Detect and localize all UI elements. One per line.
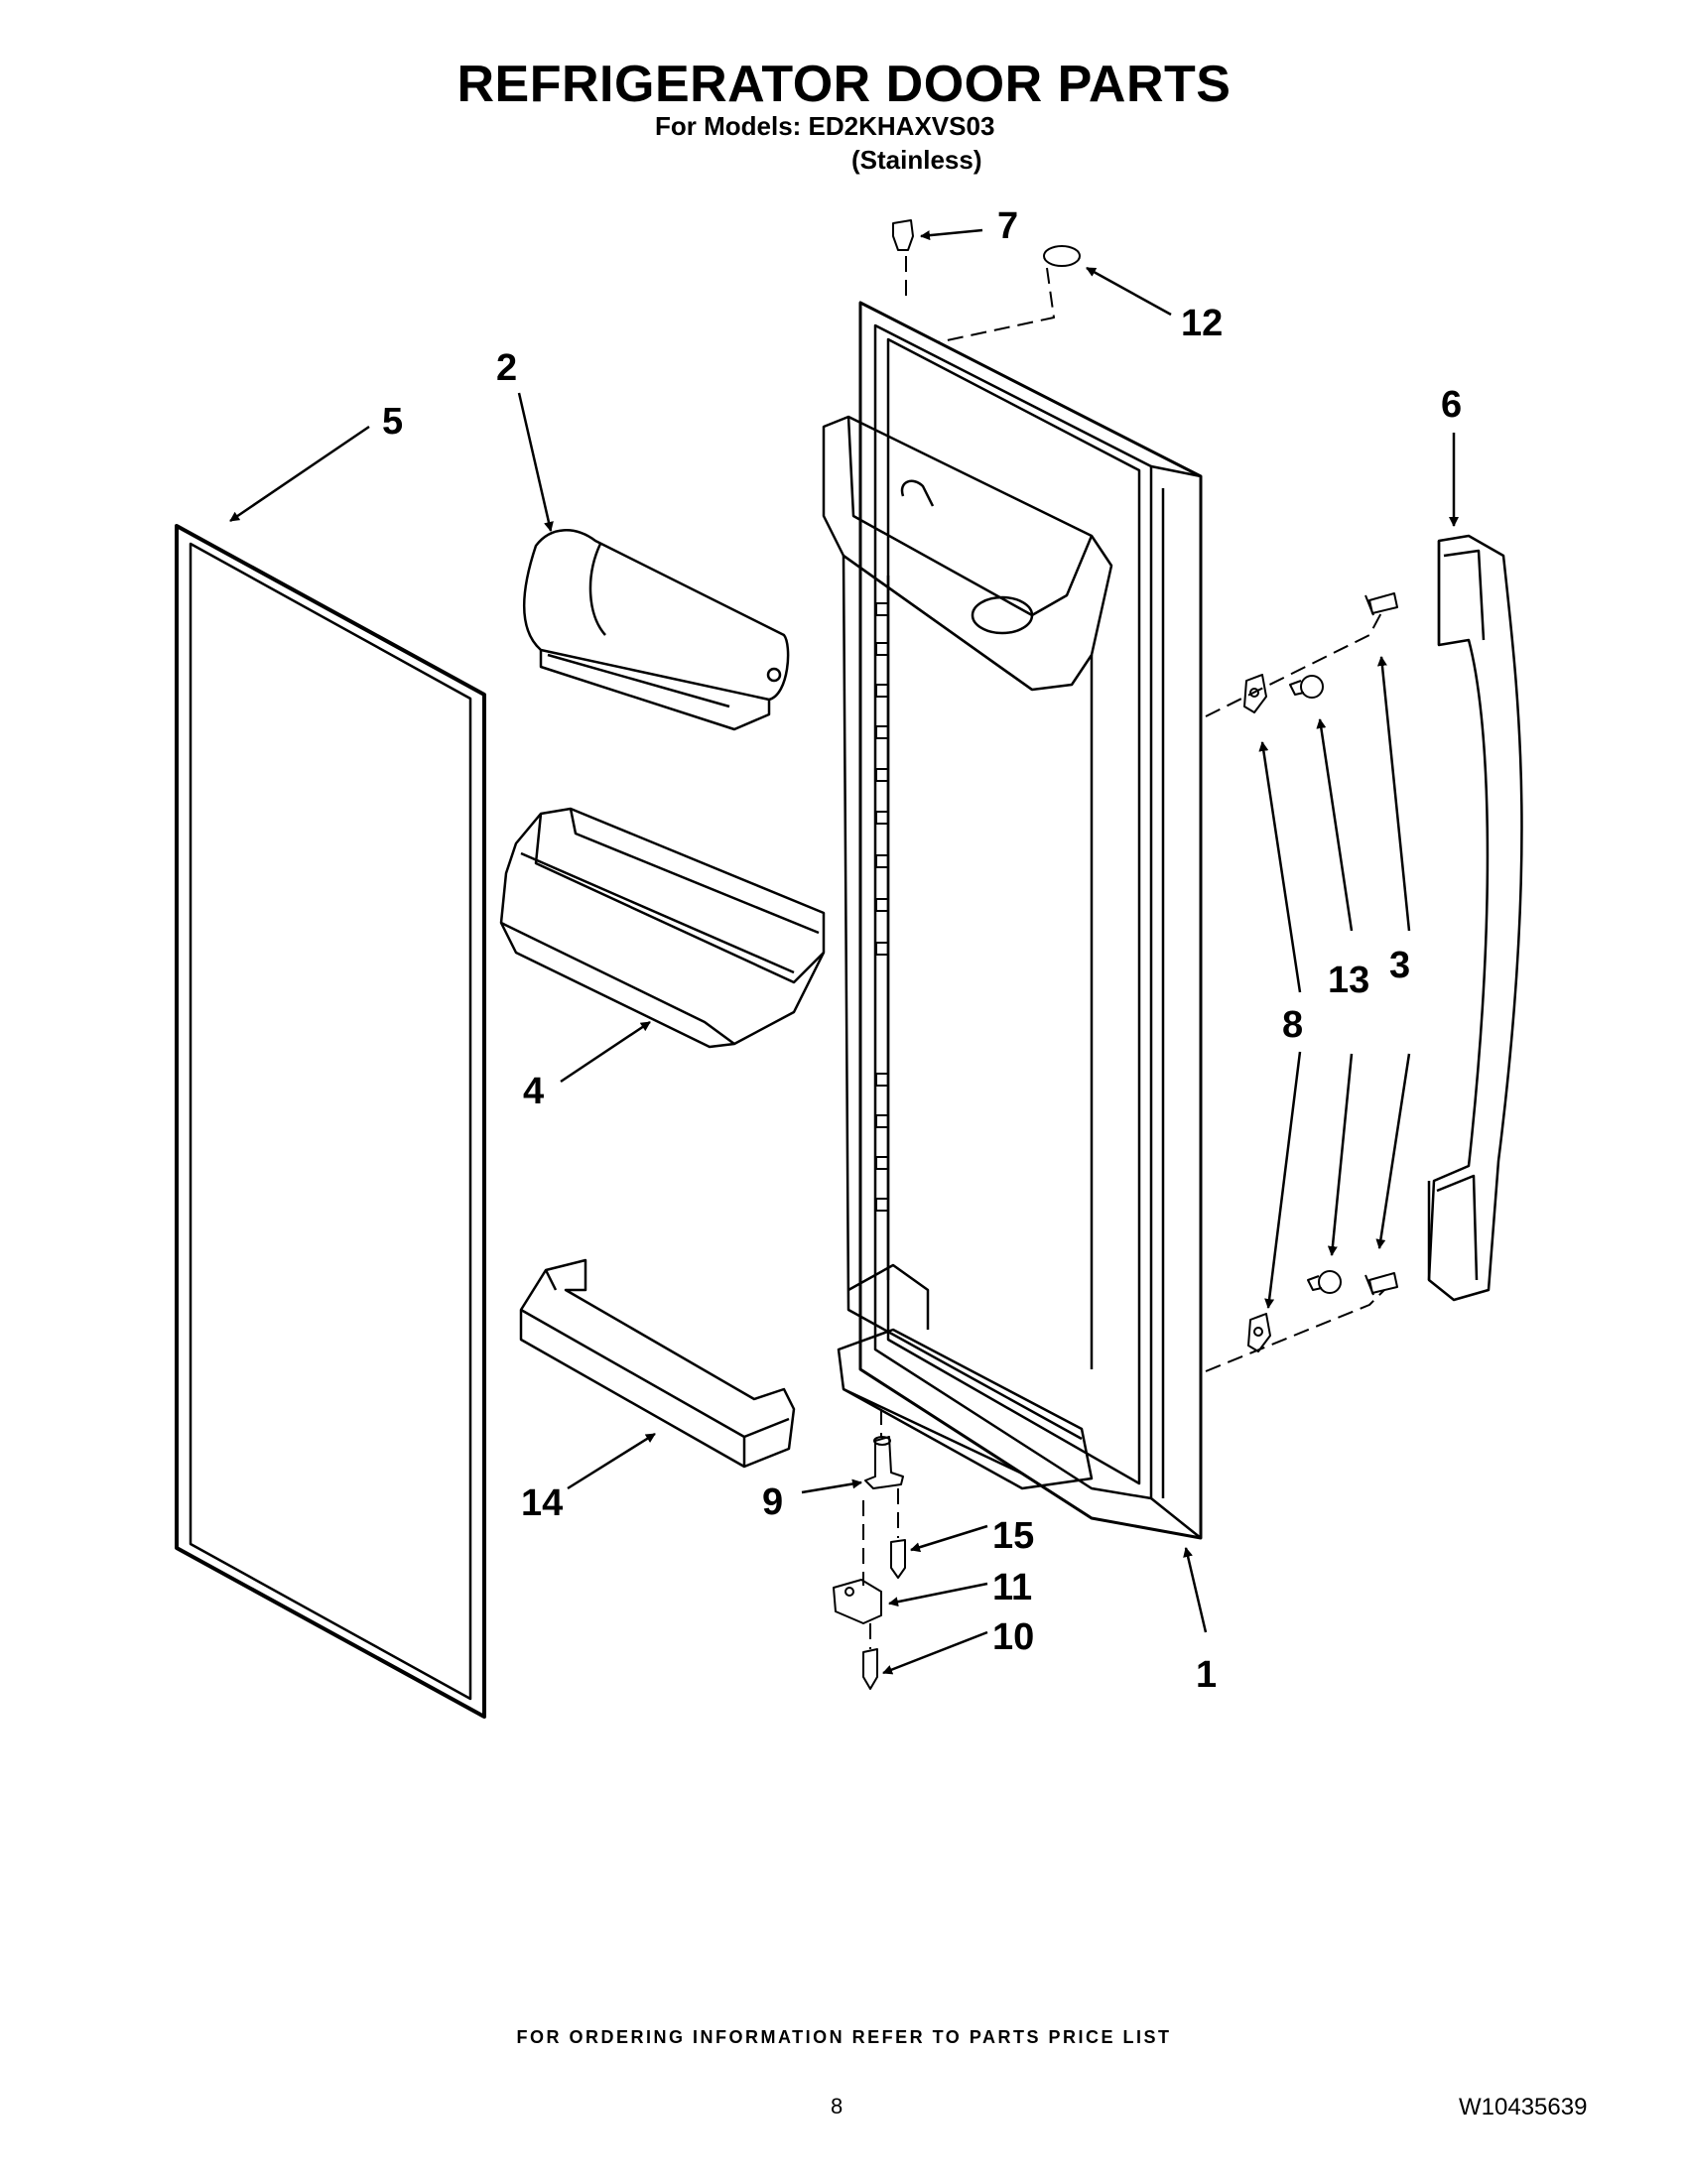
door-handle: [1427, 534, 1523, 1302]
document-number: W10435639: [1459, 2094, 1588, 2120]
callout-11: 11: [992, 1567, 1032, 1608]
shelf-supports: [875, 602, 889, 1212]
assembly-lines: [862, 256, 1385, 1649]
callout-15: 15: [992, 1515, 1034, 1557]
bin-rail: [519, 1258, 796, 1469]
callout-5: 5: [382, 401, 403, 443]
page-title: REFRIGERATOR DOOR PARTS: [456, 56, 1232, 113]
models-line: For Models: ED2KHAXVS03: [655, 111, 995, 141]
callout-9: 9: [762, 1481, 783, 1523]
callout-3: 3: [1389, 945, 1410, 986]
page-number: 8: [831, 2094, 844, 2119]
refrigerator-door: [822, 301, 1203, 1540]
callout-10: 10: [992, 1616, 1034, 1658]
door-gasket: [175, 524, 486, 1719]
ordering-note: FOR ORDERING INFORMATION REFER TO PARTS …: [516, 2027, 1172, 2047]
callout-7: 7: [997, 205, 1018, 247]
callout-8: 8: [1282, 1004, 1303, 1046]
door-bin: [499, 807, 826, 1049]
model-variant: (Stainless): [851, 145, 982, 175]
leader-arrows: [229, 228, 1459, 1675]
callout-12: 12: [1181, 303, 1223, 344]
callout-14: 14: [521, 1482, 563, 1524]
callout-1: 1: [1196, 1654, 1217, 1696]
callout-6: 6: [1441, 384, 1462, 426]
callout-13: 13: [1328, 960, 1369, 1001]
dairy-compartment: [523, 529, 790, 731]
callout-labels: 1 2 3 4 5 6 7 8 9 10 11 12 13 14 15: [382, 205, 1462, 1696]
callout-4: 4: [523, 1071, 544, 1112]
hardware-parts: [833, 219, 1398, 1690]
callout-2: 2: [496, 347, 517, 389]
